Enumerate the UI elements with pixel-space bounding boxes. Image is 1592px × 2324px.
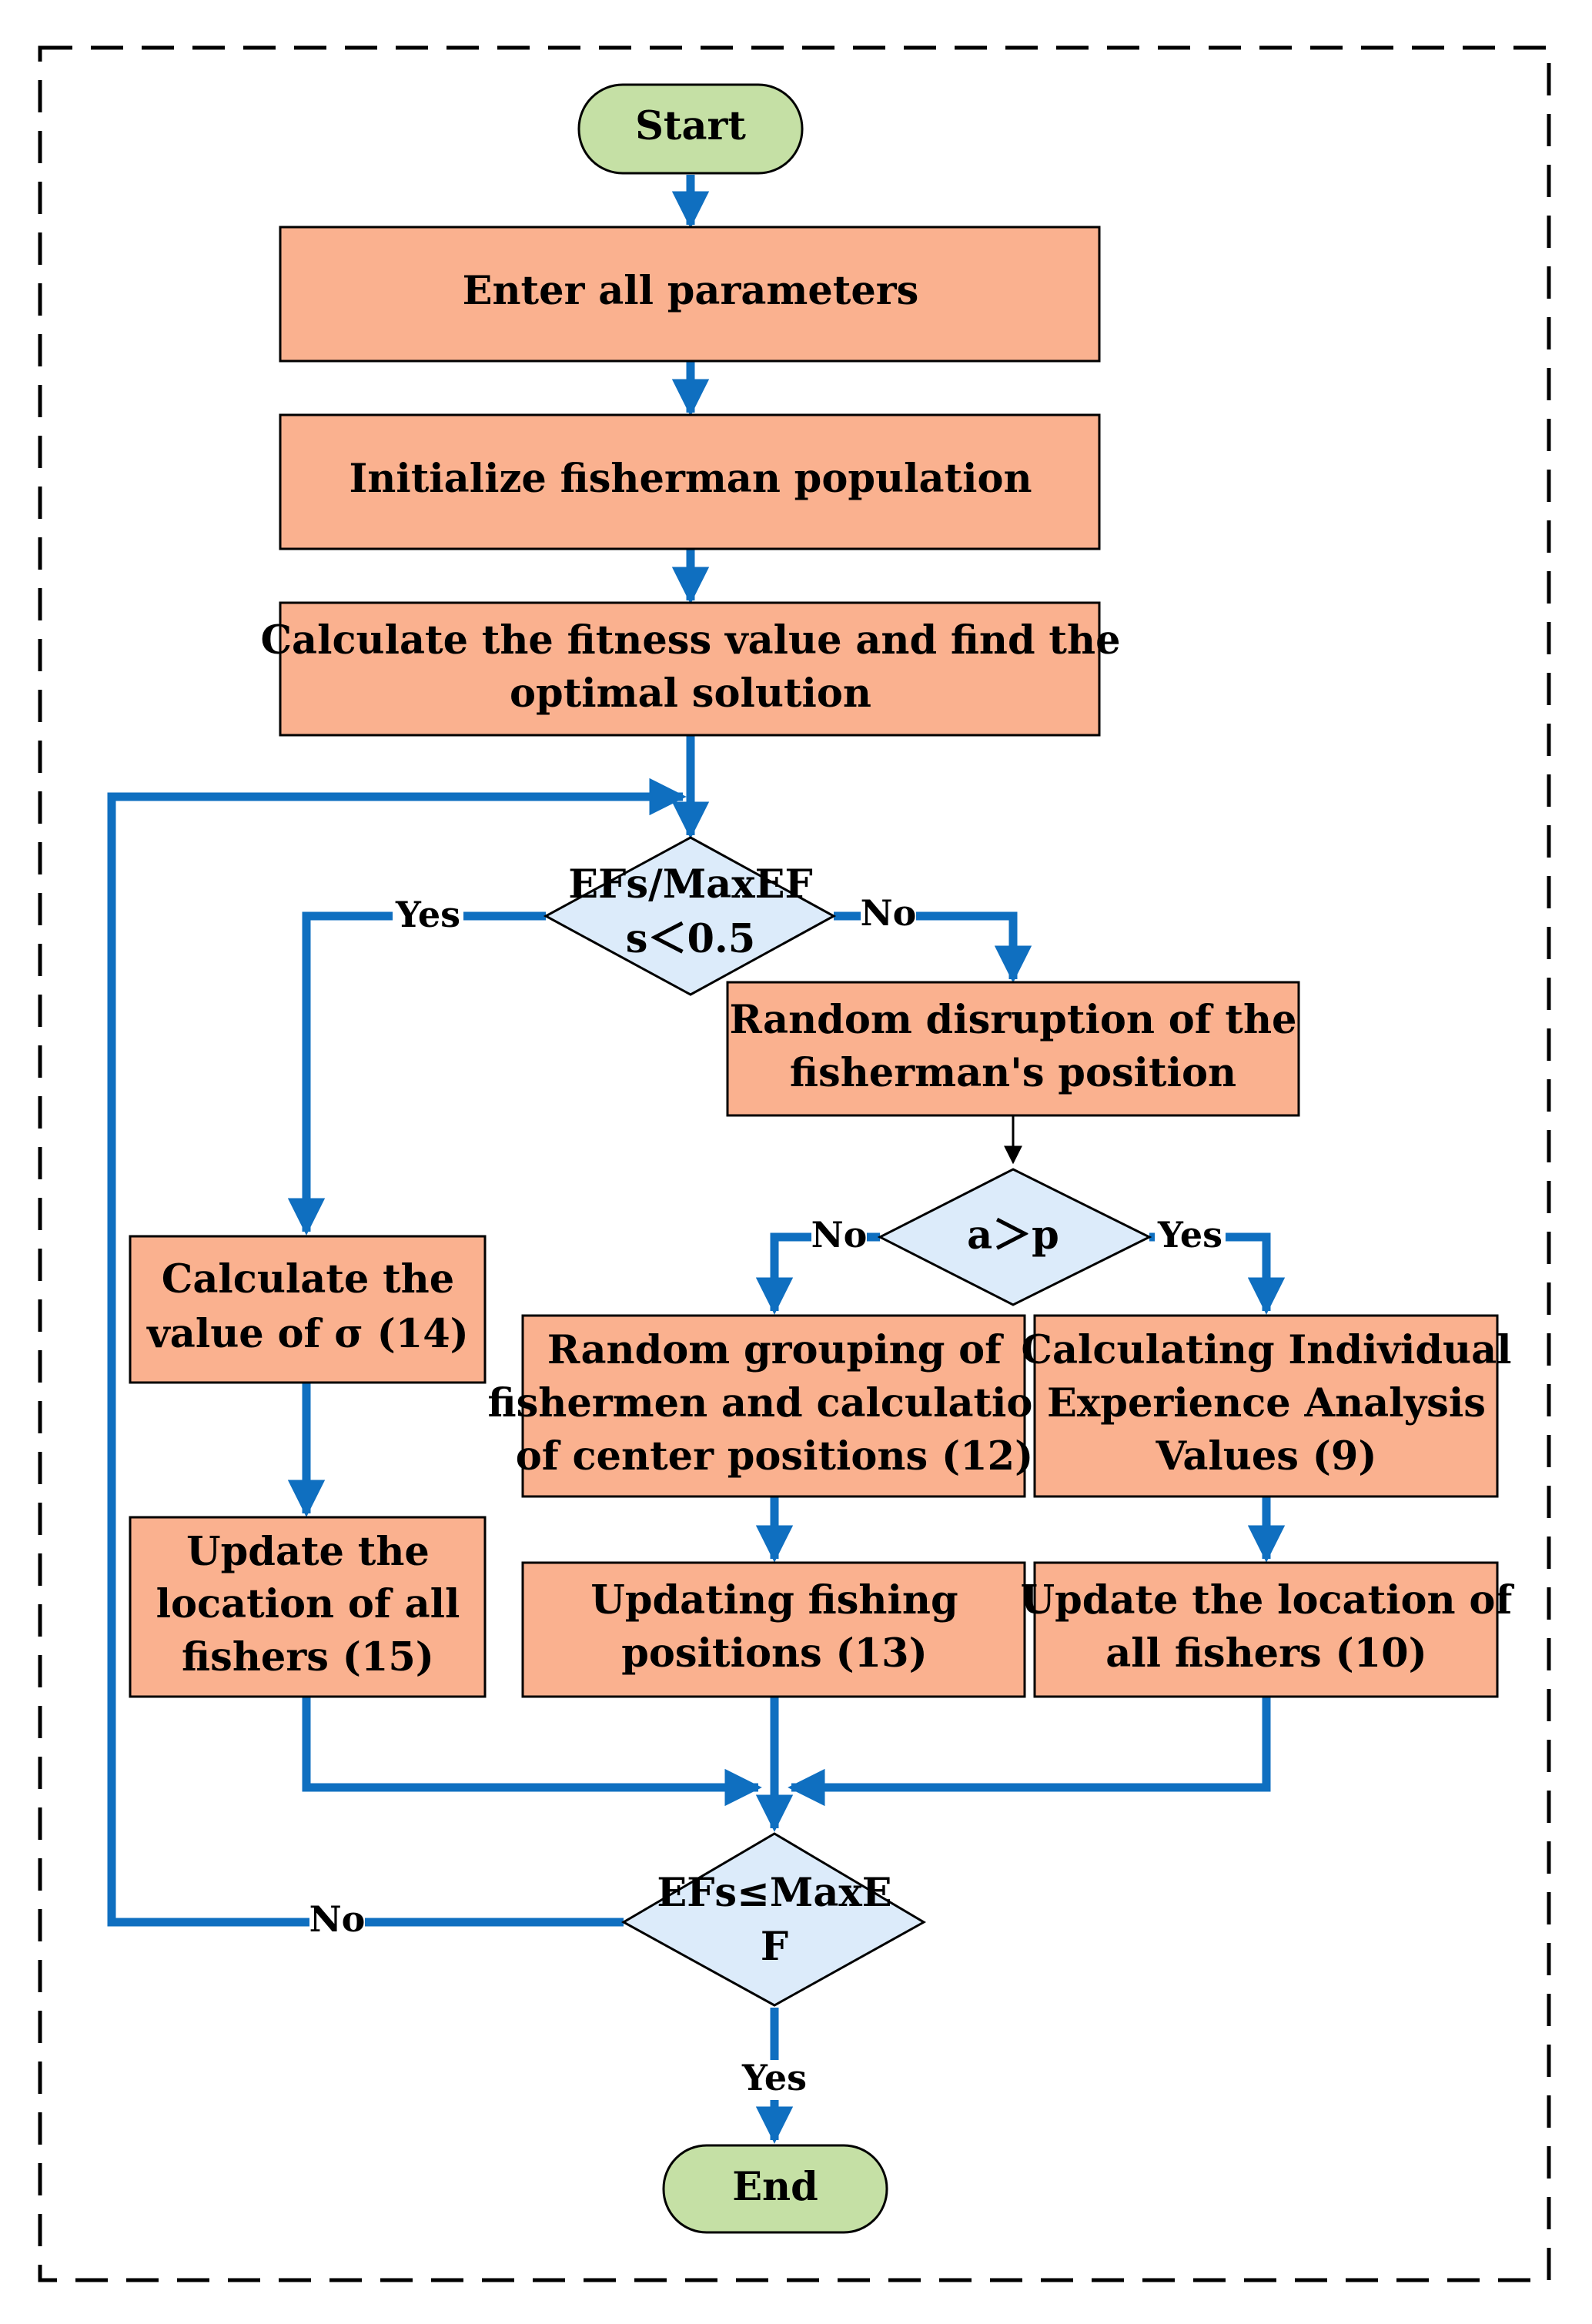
calc-individual-line-2: Experience Analysis xyxy=(1047,1380,1486,1426)
random-disruption-line-1: Random disruption of the xyxy=(729,997,1296,1043)
node-calc-sigma: Calculate the value of σ (14) xyxy=(129,1235,487,1384)
enter-params-box xyxy=(279,226,1101,363)
edge-update15-to-merge xyxy=(302,1697,762,1807)
decision-efs-diamond xyxy=(543,836,837,996)
edge-loop-back xyxy=(107,777,687,1927)
enter-params-label: Enter all parameters xyxy=(463,268,919,314)
update-fishing-13-line-2: positions (13) xyxy=(621,1630,928,1677)
node-init-population: Initialize fisherman population xyxy=(279,413,1101,550)
decision-end-line-2: F xyxy=(761,1924,788,1970)
efs-no-label: No xyxy=(861,892,917,934)
end-no-label-bg xyxy=(309,1901,365,1941)
node-update-all-15: Update the location of all fishers (15) xyxy=(129,1516,487,1698)
update-all-10-box xyxy=(1033,1561,1499,1698)
update-fishing-13-line-1: Updating fishing xyxy=(590,1577,958,1623)
calc-fitness-line-1: Calculate the fitness value and find the xyxy=(260,617,1120,664)
node-update-fishing-13: Updating fishing positions (13) xyxy=(521,1561,1026,1698)
edge-update10-to-merge xyxy=(788,1697,1271,1807)
update-all-15-line-3: fishers (15) xyxy=(182,1634,434,1680)
efs-yes-label: Yes xyxy=(395,894,460,935)
efs-no-label-bg xyxy=(861,895,916,935)
connectors xyxy=(107,175,1286,2144)
ap-no-label-bg xyxy=(811,1217,867,1257)
node-decision-efs: EFs/MaxEF s＜0.5 xyxy=(543,836,837,996)
decision-ap-diamond xyxy=(877,1168,1152,1306)
dashed-frame xyxy=(38,45,1551,2282)
node-end: End xyxy=(662,2144,888,2234)
calc-sigma-line-1: Calculate the xyxy=(162,1256,454,1302)
calc-sigma-box xyxy=(129,1235,487,1384)
node-calc-individual: Calculating Individual Experience Analys… xyxy=(1021,1314,1512,1498)
node-start: Start xyxy=(577,83,804,175)
node-decision-end: EFs≤MaxE F xyxy=(620,1832,927,2007)
random-grouping-line-2: fishermen and calculation xyxy=(487,1380,1061,1426)
node-decision-ap: a＞p xyxy=(877,1168,1152,1306)
start-terminal xyxy=(577,83,804,175)
ap-yes-label-bg xyxy=(1155,1217,1226,1257)
calc-fitness-line-2: optimal solution xyxy=(510,670,871,717)
update-all-15-line-1: Update the xyxy=(186,1529,430,1575)
calc-sigma-line-2: value of σ (14) xyxy=(146,1311,469,1357)
end-terminal xyxy=(662,2144,888,2234)
edge-efs-yes xyxy=(287,911,546,1236)
calc-individual-box xyxy=(1033,1314,1499,1498)
calc-individual-line-3: Values (9) xyxy=(1155,1433,1376,1480)
random-grouping-line-1: Random grouping of xyxy=(547,1327,1004,1373)
end-label: End xyxy=(732,2164,818,2210)
decision-efs-line-2: s＜0.5 xyxy=(626,916,755,962)
end-yes-label: Yes xyxy=(741,2057,807,2098)
start-label: Start xyxy=(635,103,746,149)
calc-individual-line-1: Calculating Individual xyxy=(1021,1327,1511,1373)
end-no-label: No xyxy=(309,1898,366,1940)
update-fishing-13-box xyxy=(521,1561,1026,1698)
decision-ap-label: a＞p xyxy=(967,1212,1059,1259)
init-population-label: Initialize fisherman population xyxy=(349,456,1032,502)
decision-end-diamond xyxy=(620,1832,927,2007)
decision-efs-line-1: EFs/MaxEF xyxy=(568,861,812,908)
edge-labels: Yes No No Yes No Yes xyxy=(309,892,1226,2100)
efs-yes-label-bg xyxy=(393,897,463,937)
init-population-box xyxy=(279,413,1101,550)
node-random-disruption: Random disruption of the fisherman's pos… xyxy=(726,981,1300,1117)
calc-fitness-box xyxy=(279,601,1101,737)
node-calc-fitness: Calculate the fitness value and find the… xyxy=(260,601,1121,737)
end-yes-label-bg xyxy=(737,2060,811,2100)
random-grouping-box xyxy=(521,1314,1026,1498)
decision-end-line-1: EFs≤MaxE xyxy=(657,1870,891,1916)
node-enter-params: Enter all parameters xyxy=(279,226,1101,363)
random-grouping-line-3: of center positions (12) xyxy=(516,1433,1033,1480)
update-all-10-line-2: all fishers (10) xyxy=(1105,1630,1426,1677)
update-all-15-line-2: location of all xyxy=(156,1581,460,1627)
update-all-15-box xyxy=(129,1516,487,1698)
node-update-all-10: Update the location of all fishers (10) xyxy=(1021,1561,1515,1698)
node-random-grouping: Random grouping of fishermen and calcula… xyxy=(487,1314,1062,1498)
ap-yes-label: Yes xyxy=(1157,1214,1222,1256)
random-disruption-box xyxy=(726,981,1300,1117)
update-all-10-line-1: Update the location of xyxy=(1021,1577,1515,1623)
random-disruption-line-2: fisherman's position xyxy=(790,1050,1236,1096)
ap-no-label: No xyxy=(811,1214,868,1256)
